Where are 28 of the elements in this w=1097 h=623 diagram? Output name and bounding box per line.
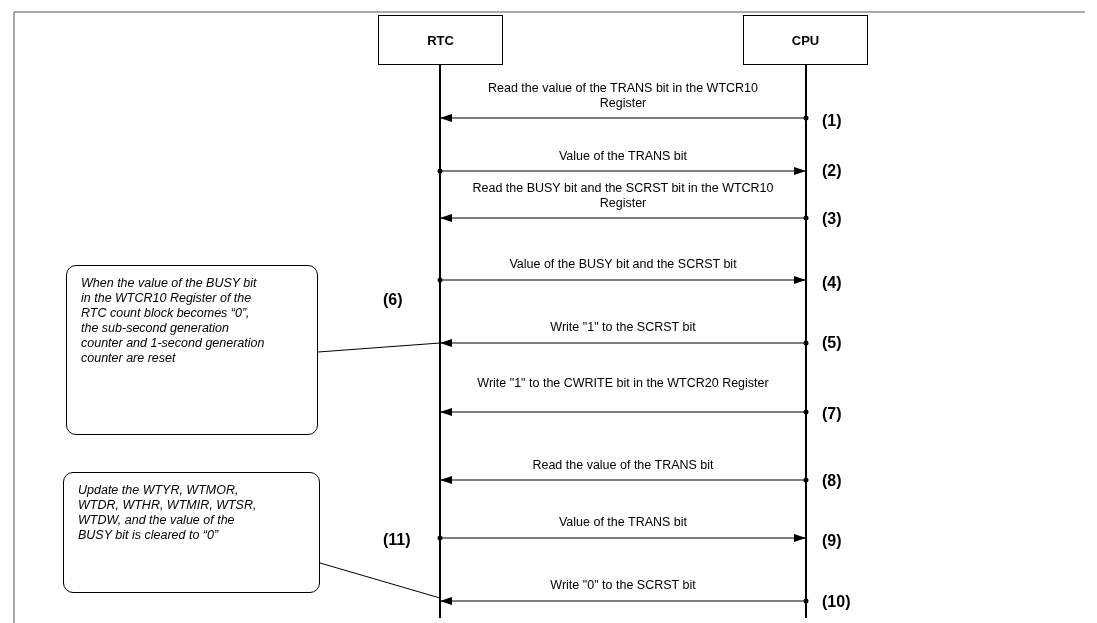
message-arrow [439, 114, 809, 122]
lifeline-header-box: RTC [378, 15, 503, 65]
message-arrow [439, 408, 809, 416]
lifeline-header-box: CPU [743, 15, 868, 65]
leader-line [317, 342, 441, 353]
note-text: When the value of the BUSY bit in the WTCR10 Register of the RTC count block becomes “0”, the sub-second generation counter and 1-second generation counter are reset [81, 276, 266, 366]
message-arrow [437, 167, 807, 175]
step-number: (10) [822, 593, 851, 611]
step-number: (3) [822, 210, 842, 228]
note-box [66, 265, 318, 435]
leader-line [319, 562, 441, 599]
step-number: (7) [822, 405, 842, 423]
message-arrow [439, 597, 809, 605]
step-number: (9) [822, 532, 842, 550]
step-number: (11) [383, 531, 411, 549]
step-number: (5) [822, 334, 842, 352]
message-arrow [439, 339, 809, 347]
step-number: (6) [383, 291, 403, 309]
message-arrow [437, 276, 807, 284]
note-text: Update the WTYR, WTMOR, WTDR, WTHR, WTMIR, WTSR, WTDW, and the value of the BUSY bit is cleared to “0” [78, 483, 258, 543]
step-number: (8) [822, 472, 842, 490]
step-number: (4) [822, 274, 842, 292]
step-number: (1) [822, 112, 842, 130]
message-arrow [439, 476, 809, 484]
step-number: (2) [822, 162, 842, 180]
note-box [63, 472, 320, 593]
message-arrow [439, 214, 809, 222]
message-arrow [437, 534, 807, 542]
